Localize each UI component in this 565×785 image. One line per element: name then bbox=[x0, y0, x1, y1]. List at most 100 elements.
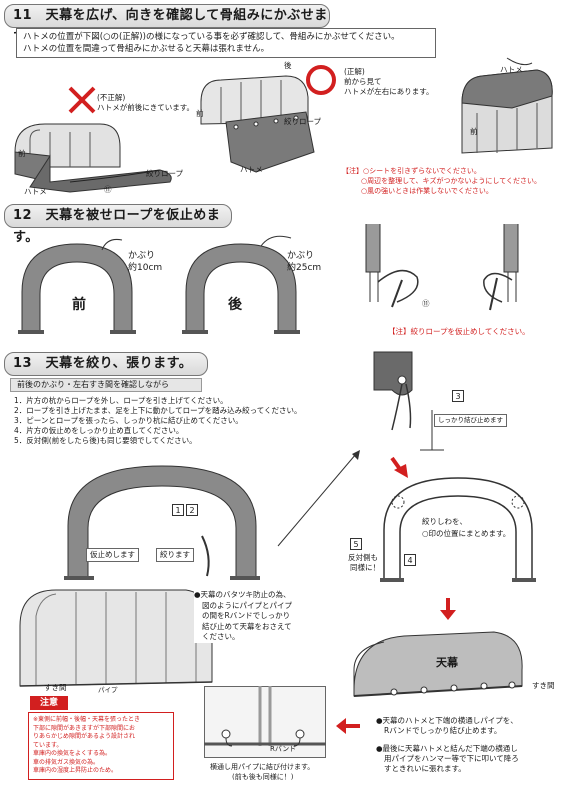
correct-back-label: 後 bbox=[284, 61, 292, 70]
wrong-grommet-label: ハトメ bbox=[24, 187, 47, 196]
flap-note-1: ●天幕のバタツキ防止の為、 bbox=[194, 590, 291, 599]
front-arch-illustration bbox=[18, 239, 136, 334]
step-box-4: 4 bbox=[404, 554, 416, 566]
pipe-tie-caption-2: (前も後も同様に！) bbox=[232, 773, 294, 781]
section-12-title: 12 天幕を被せロープを仮止めます。 bbox=[4, 204, 232, 245]
pipe-tie-caption-1: 横通し用パイプに結び付けます。 bbox=[210, 763, 315, 771]
correct-grommet-label: ハトメ bbox=[240, 165, 263, 174]
flap-note-4: 結び止めて天幕をおさえて bbox=[202, 621, 292, 631]
attention-line-7: 車庫内の湿度上昇防止のため。 bbox=[33, 767, 118, 774]
final-note-3: すときれいに張れます。 bbox=[384, 764, 466, 773]
gather-text-2: ○印の位置にまとめます。 bbox=[422, 529, 511, 538]
correct-rope-label: 絞りロープ bbox=[284, 117, 322, 126]
step-box-2: 2 bbox=[186, 504, 198, 516]
gap-label-left: すき間 bbox=[44, 683, 67, 692]
caution-1: ○シートを引きずらないでください。 bbox=[363, 167, 481, 175]
grommet-note-1: ●天幕のハトメと下端の横通しパイプを、 bbox=[376, 716, 518, 725]
step-3: 3．ピーンとロープを張ったら、しっかり杭に結び止めてください。 bbox=[14, 416, 243, 425]
wrong-tent-illustration bbox=[14, 123, 172, 193]
correct-label: (正解) bbox=[344, 67, 365, 76]
correct-text-2: ハトメが左右にあります。 bbox=[344, 87, 434, 96]
correct-tent-illustration bbox=[200, 75, 315, 173]
rope-circle11: ⑪ bbox=[422, 299, 430, 308]
instruction-line-1: ハトメの位置が下図(○の(正解))の様になっている事を必ず確認して、骨組みにかぶ… bbox=[23, 32, 400, 42]
wrong-text: ハトメが前後にきています。 bbox=[97, 103, 194, 112]
back-cover-text-1: かぶり bbox=[287, 251, 315, 261]
tie-rope-illustration bbox=[373, 351, 444, 451]
attention-line-1: ※東側に前幅・後幅・天幕を張ったとき bbox=[33, 716, 141, 723]
rband-label: Rバンド bbox=[270, 745, 297, 753]
wrong-front-label: 前 bbox=[18, 149, 26, 158]
red-arrow-down-2-icon bbox=[440, 598, 456, 620]
other-side-text-2: 同様に！ bbox=[350, 563, 380, 572]
covered-tent-illustration bbox=[461, 57, 553, 154]
tighten-arch-illustration bbox=[64, 465, 260, 580]
canopy-label: 天幕 bbox=[436, 656, 458, 669]
gather-text-1: 絞りしわを、 bbox=[422, 517, 467, 526]
canopy-tent-illustration bbox=[353, 631, 523, 697]
attention-line-6: 車の排気ガス換気の為。 bbox=[33, 758, 100, 766]
grommet-note: ●天幕のハトメと下端の横通しパイプを、 Rバンドでしっかり結び止めます。 bbox=[376, 716, 518, 736]
tie-firmly-label: しっかり結び止めます bbox=[434, 414, 507, 427]
pipe-tie-box bbox=[204, 686, 326, 758]
correct-text-1: 前から見て bbox=[344, 77, 382, 86]
flap-note: ●天幕のバタツキ防止の為、 図のようにパイプとパイプ の間をRバンドでしっかり … bbox=[194, 590, 292, 643]
wrong-mark-icon bbox=[68, 86, 96, 114]
front-cover-text-2: 約10cm bbox=[128, 263, 163, 273]
pipe-label: パイプ bbox=[98, 686, 118, 694]
attention-line-5: 車庫内の換気をよくする為。 bbox=[33, 750, 112, 757]
step-box-3: 3 bbox=[452, 390, 464, 402]
covered-grommet-label: ハトメ bbox=[500, 65, 523, 74]
other-side-text-1: 反対側も bbox=[348, 553, 378, 562]
red-arrow-down-1-icon bbox=[390, 456, 408, 478]
attention-line-3: りあらかじめ隙間があるよう設計され bbox=[33, 733, 136, 740]
correct-mark-icon bbox=[306, 65, 336, 95]
front-cover-text-1: かぶり bbox=[128, 251, 156, 261]
step-1: 1．片方の杭からロープを外し、ロープを引き上げてください。 bbox=[14, 396, 228, 405]
front-arch-label: 前 bbox=[72, 297, 86, 313]
covered-front-label: 前 bbox=[470, 127, 478, 136]
correct-front-label: 前 bbox=[196, 109, 204, 118]
step-2: 2．ロープを引き上げたまま、足を上下に動かしてロープを踏み込み絞ってください。 bbox=[14, 406, 302, 415]
garage-side-illustration bbox=[19, 589, 213, 687]
gap-label-right: すき間 bbox=[532, 681, 555, 690]
rope-tie-illustration bbox=[365, 224, 519, 311]
step-list: 1．片方の杭からロープを外し、ロープを引き上げてください。 2．ロープを引き上げ… bbox=[14, 396, 302, 446]
final-note-2: 用パイプをハンマー等で下に叩いて降ろ bbox=[384, 754, 519, 763]
section-11-instruction: ハトメの位置が下図(○の(正解))の様になっている事を必ず確認して、骨組みにかぶ… bbox=[16, 28, 436, 58]
back-arch-illustration bbox=[182, 235, 300, 334]
grommet-note-2: Rバンドでしっかり結び止めます。 bbox=[384, 726, 502, 735]
step-box-1: 1 bbox=[172, 504, 184, 516]
section-13-subtitle: 前後のかぶり・左右すき間を確認しながら bbox=[10, 378, 202, 392]
section-13-title: 13 天幕を絞り、張ります。 bbox=[4, 352, 208, 376]
step-5: 5．反対側(前をしたら後)も同じ要領でしてください。 bbox=[14, 436, 197, 445]
wrong-rope-label: 絞りロープ bbox=[146, 169, 184, 178]
attention-line-2: 下部に隙間があきますが下部隙間にお bbox=[33, 724, 136, 732]
arrow-up-right-icon bbox=[277, 450, 360, 547]
pipe-tie-illustration bbox=[204, 686, 326, 747]
attention-line-4: ています。 bbox=[33, 741, 63, 749]
caution-3: ○風の強いときは作業しないでください。 bbox=[361, 187, 493, 195]
section-11-title: 11 天幕を広げ、向きを確認して骨組みにかぶせます。 bbox=[4, 4, 330, 45]
caution-2: ○周辺を整理して、キズがつかないようにしてください。 bbox=[361, 177, 541, 185]
tighten-label: 絞ります bbox=[156, 548, 194, 562]
final-note-1: ●最後に天幕ハトメと結んだ下端の横通し bbox=[376, 744, 518, 753]
wrong-label: (不正解) bbox=[97, 93, 126, 102]
temp-fix-label: 仮止めします bbox=[86, 548, 139, 562]
caution-block: 【注】○シートを引きずらないでください。 ○周辺を整理して、キズがつかないように… bbox=[342, 166, 541, 196]
step-box-5: 5 bbox=[350, 538, 362, 550]
red-arrow-left-icon bbox=[336, 718, 360, 734]
instruction-line-2: ハトメの位置を間違って骨組みにかぶせると天幕は張れません。 bbox=[23, 44, 270, 54]
flap-note-5: ください。 bbox=[202, 632, 240, 641]
flap-note-2: 図のようにパイプとパイプ bbox=[202, 600, 292, 610]
gather-arch-illustration bbox=[380, 477, 536, 582]
final-note: ●最後に天幕ハトメと結んだ下端の横通し 用パイプをハンマー等で下に叩いて降ろ す… bbox=[376, 744, 519, 774]
attention-title: 注意 bbox=[30, 696, 68, 710]
attention-box: ※東側に前幅・後幅・天幕を張ったとき 下部に隙間があきますが下部隙間にお りあら… bbox=[28, 712, 174, 780]
step-4: 4．片方の仮止めをしっかり止め直してください。 bbox=[14, 426, 184, 435]
flap-note-3: の間をRバンドでしっかり bbox=[202, 611, 291, 620]
wrong-circle11-label: ⑪ bbox=[104, 185, 112, 194]
caution-head: 【注】 bbox=[342, 167, 363, 175]
back-cover-text-2: 約25cm bbox=[287, 263, 322, 273]
back-arch-label: 後 bbox=[228, 297, 242, 313]
